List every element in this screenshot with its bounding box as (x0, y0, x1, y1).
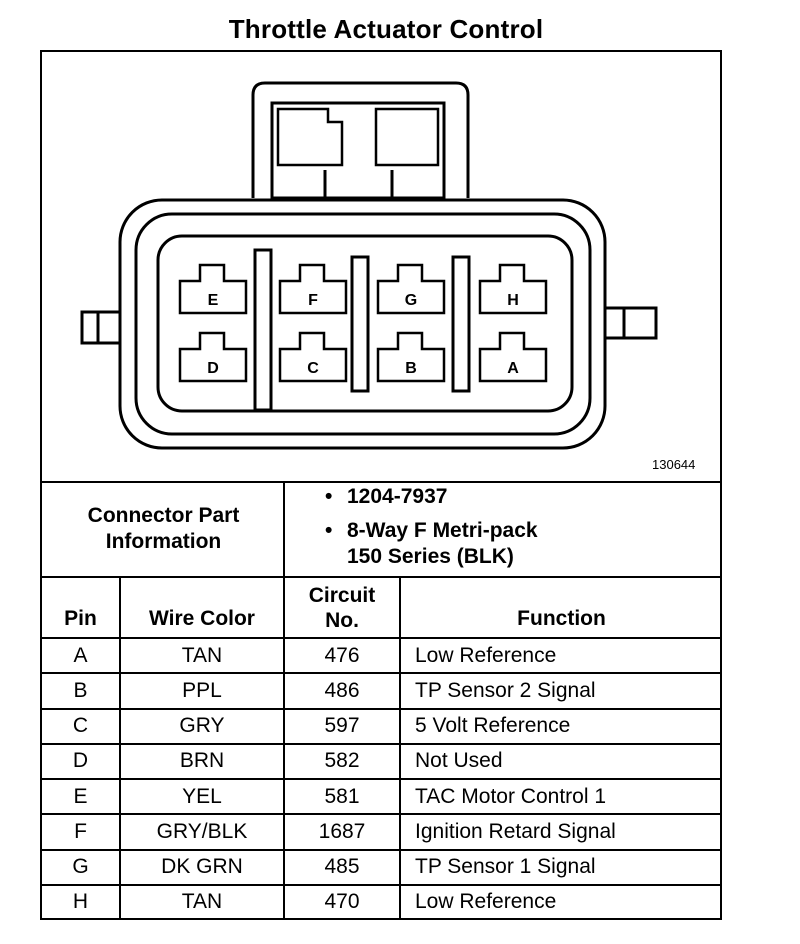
pin-cell: C (72, 714, 89, 738)
circuit-cell: 582 (324, 749, 360, 773)
table-rule (40, 884, 722, 886)
connector-part-info: • 1204-7937 • 8-Way F Metri-pack 150 Ser… (325, 484, 705, 570)
circuit-cell: 470 (324, 890, 360, 914)
pin-cell: D (72, 749, 89, 773)
latch-inner-frame (270, 101, 446, 200)
pin-cell: G (72, 855, 89, 879)
function-cell: 5 Volt Reference (415, 714, 571, 738)
figure-number: 130644 (652, 457, 696, 472)
connector-outer-shell (118, 198, 607, 450)
wire-color-cell: TAN (181, 890, 223, 914)
function-cell: Not Used (415, 749, 503, 773)
circuit-cell: 1687 (318, 819, 366, 843)
table-rule (40, 778, 722, 780)
pin-label-f: F (308, 292, 318, 309)
bullet: • (325, 519, 333, 542)
wire-color-cell: TAN (181, 643, 223, 667)
circuit-cell: 486 (324, 678, 360, 702)
table-rule (40, 813, 722, 815)
pin-label-e: E (208, 292, 219, 309)
function-cell: TP Sensor 1 Signal (415, 855, 596, 879)
wire-color-cell: GRY (179, 714, 225, 738)
part-number-row: • 1204-7937 (325, 484, 705, 510)
header-wire-color: Wire Color (149, 607, 255, 630)
pin-cavity-d (178, 331, 248, 383)
function-cell: Ignition Retard Signal (415, 819, 616, 843)
part-number: 1204-7937 (347, 485, 448, 508)
table-rule (40, 576, 722, 578)
pin-cell: F (74, 819, 87, 843)
connector-drawing: E F G H D C B A (80, 81, 658, 450)
table-rule (40, 743, 722, 745)
diagram-title: Throttle Actuator Control (228, 14, 544, 44)
pin-cavity-h (478, 263, 548, 315)
table-rule (119, 576, 121, 920)
pin-label-a: A (507, 360, 519, 377)
part-description-line2: 150 Series (BLK) (347, 545, 514, 568)
connector-shell-inner-rim (134, 212, 592, 436)
function-cell: TAC Motor Control 1 (415, 784, 606, 808)
pin-divider-1 (253, 248, 273, 412)
table-rule (40, 708, 722, 710)
pin-divider-3 (451, 255, 471, 393)
pin-cell: A (73, 643, 88, 667)
part-description-line1: 8-Way F Metri-pack (347, 519, 538, 542)
pin-cavity-c (278, 331, 348, 383)
circuit-cell: 485 (324, 855, 360, 879)
pin-divider-2 (350, 255, 370, 393)
pin-cell: H (72, 890, 89, 914)
pin-label-c: C (307, 360, 319, 377)
wire-color-cell: DK GRN (161, 855, 243, 879)
pin-cavity-a (478, 331, 548, 383)
wire-color-cell: PPL (182, 678, 222, 702)
table-rule (399, 576, 401, 920)
wire-color-cell: BRN (179, 749, 225, 773)
table-rule (40, 849, 722, 851)
latch-right-window (374, 107, 440, 167)
circuit-cell: 597 (324, 714, 360, 738)
pin-cavity-e (178, 263, 248, 315)
wire-color-cell: GRY/BLK (156, 819, 248, 843)
header-circuit-line1: Circuit (308, 583, 376, 607)
pin-cavity-f (278, 263, 348, 315)
pin-cell: B (73, 678, 88, 702)
diagram-frame (40, 50, 722, 920)
part-description-row-2: 150 Series (BLK) (325, 544, 705, 570)
pin-label-g: G (405, 292, 417, 309)
latch-left-window (276, 107, 344, 167)
table-rule (40, 481, 722, 483)
header-circuit-line2: No. (325, 608, 359, 632)
header-function: Function (517, 607, 606, 630)
wire-color-cell: YEL (182, 784, 222, 808)
pin-cavity-b (376, 331, 446, 383)
right-mounting-ear (605, 306, 658, 340)
connector-pin-cavity (156, 234, 574, 413)
connector-part-label-line1: Connector Part (87, 504, 240, 527)
function-cell: Low Reference (415, 890, 557, 914)
circuit-cell: 476 (324, 643, 360, 667)
table-rule (283, 481, 285, 920)
connector-part-label: Connector Part Information (42, 482, 285, 576)
circuit-cell: 581 (324, 784, 360, 808)
function-cell: Low Reference (415, 643, 557, 667)
connector-part-label-line2: Information (105, 530, 222, 553)
table-rule (40, 637, 722, 639)
function-cell: TP Sensor 2 Signal (415, 678, 596, 702)
pin-label-d: D (207, 360, 219, 377)
pin-label-b: B (405, 360, 417, 377)
connector-latch (251, 81, 470, 198)
part-description-row: • 8-Way F Metri-pack (325, 518, 705, 544)
header-circuit-no: Circuit No. (285, 578, 399, 637)
header-pin: Pin (64, 607, 97, 630)
table-rule (40, 672, 722, 674)
pin-cell: E (73, 784, 88, 808)
bullet: • (325, 485, 333, 508)
pin-cavity-g (376, 263, 446, 315)
left-mounting-ear (80, 310, 120, 345)
pin-label-h: H (507, 292, 519, 309)
